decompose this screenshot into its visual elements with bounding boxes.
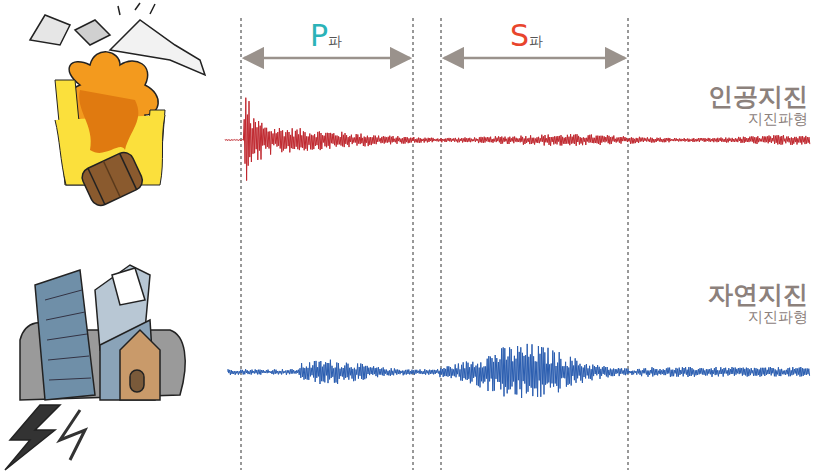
- natural-quake-title: 자연지진: [708, 278, 808, 311]
- artificial-quake-title: 인공지진: [708, 80, 808, 113]
- natural-waveform: [228, 344, 810, 398]
- waveform-caption: 지진파형: [748, 308, 808, 327]
- collapsed-buildings-illustration: [5, 265, 185, 470]
- s-wave-label: S파: [510, 18, 543, 53]
- p-wave-label: P파: [310, 18, 342, 53]
- dashed-guides: [241, 18, 628, 470]
- span-arrows: [244, 57, 625, 60]
- explosion-illustration: [30, 3, 205, 209]
- waveform-caption: 지진파형: [748, 110, 808, 129]
